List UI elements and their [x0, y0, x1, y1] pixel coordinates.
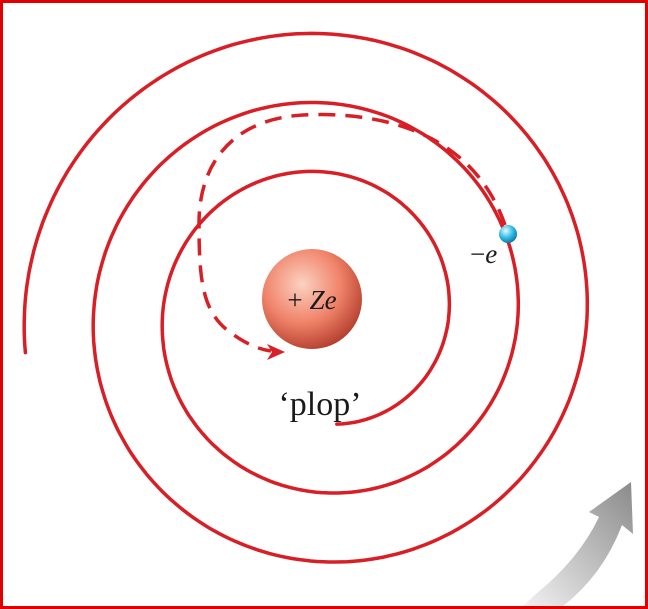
rotation-arrow-icon [523, 482, 633, 606]
plop-caption: ‘plop’ [278, 386, 361, 423]
nucleus-charge-sign: + [287, 285, 302, 315]
nucleus: + Ze [262, 249, 362, 349]
nucleus-charge-label: + Ze [287, 285, 336, 315]
spiral-orbit-path [22, 31, 590, 564]
infall-arrowhead [267, 344, 285, 360]
electron: −e [470, 225, 517, 269]
electron-charge-sign: − [470, 239, 485, 269]
nucleus-charge-symbol: Ze [310, 285, 337, 315]
electron-sphere-icon [499, 225, 517, 243]
electron-charge-symbol: e [485, 239, 497, 269]
nucleus-sphere-icon [262, 249, 362, 349]
dashed-infall-path [197, 112, 507, 353]
atom-collapse-diagram: + Ze −e ‘plop’ [22, 31, 633, 606]
electron-charge-label: −e [470, 239, 497, 269]
